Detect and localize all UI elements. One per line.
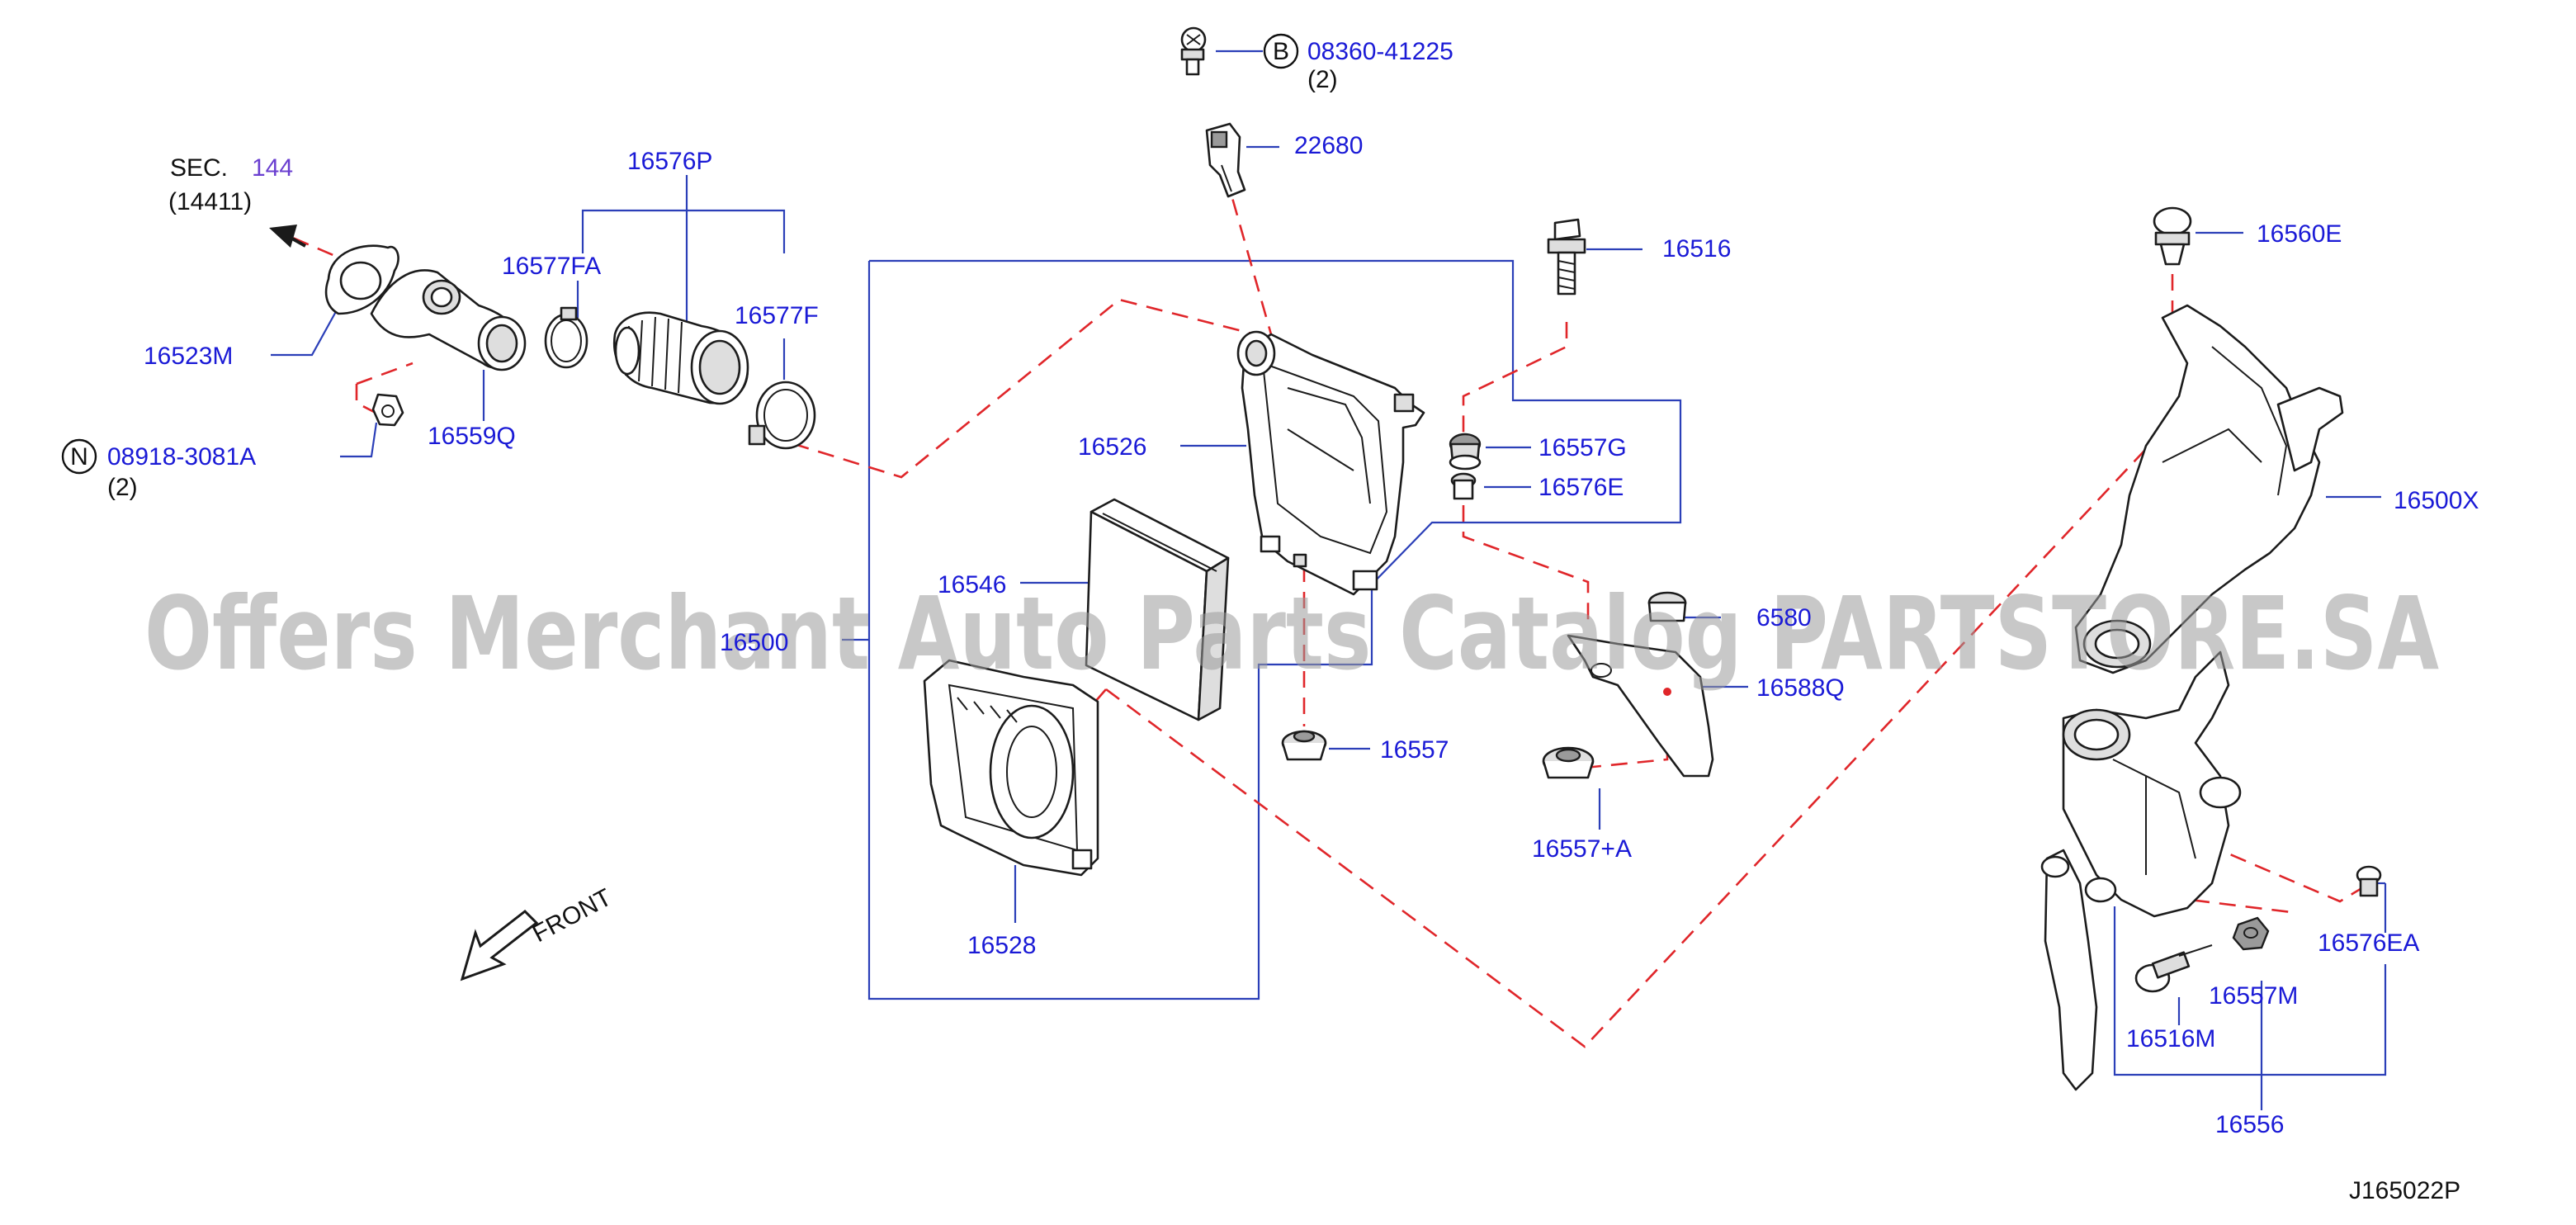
label-16516m[interactable]: 16516M [2126,1025,2215,1052]
sheet-code: J165022P [2349,1177,2460,1204]
nut-16580 [1647,591,1687,622]
hose-clamp-16577f [748,381,816,450]
clip-16560e [2153,206,2192,266]
label-16576p[interactable]: 16576P [627,148,712,175]
label-16500[interactable]: 16500 [720,629,788,656]
resonator-duct-16500x [2074,304,2344,674]
nut-08918-3081a [371,393,404,427]
label-16546[interactable]: 16546 [938,571,1006,598]
label-16559q[interactable]: 16559Q [428,423,516,450]
label-16576e[interactable]: 16576E [1539,474,1624,501]
air-filter-element-16546 [1085,498,1230,721]
label-16526[interactable]: 16526 [1078,433,1146,461]
section-number[interactable]: 144 [252,154,293,182]
label-08360-41225[interactable]: 08360-41225 [1307,38,1453,65]
label-16577f[interactable]: 16577F [735,302,819,329]
label-16588q[interactable]: 16588Q [1756,674,1845,702]
label-16557a[interactable]: 16557+A [1532,835,1632,863]
air-hose-16576p [612,311,749,405]
grommet-16557a [1542,746,1595,779]
front-arrow-icon [460,910,539,981]
inlet-duct-16556 [2040,650,2242,1091]
air-cleaner-lower-case-16528 [923,659,1099,877]
bolt-08360-41225 [1180,26,1207,76]
label-16560e[interactable]: 16560E [2257,220,2342,248]
label-16500x[interactable]: 16500X [2394,487,2479,514]
bolt-b-symbol: B [1273,38,1289,65]
hose-clamp-16577fa [544,306,588,369]
grommet-16557m [2232,916,2270,951]
collar-16576ea [2356,865,2382,897]
label-16576ea[interactable]: 16576EA [2318,929,2419,957]
label-16580[interactable]: 6580 [1756,604,1812,631]
grommet-16557g [1449,433,1482,471]
air-duct-16559q [370,269,527,371]
label-08918-3081a[interactable]: 08918-3081A [107,443,256,471]
label-16557g[interactable]: 16557G [1539,434,1627,461]
label-nut-n-qty: (2) [107,474,138,501]
collar-16576e [1450,472,1477,500]
label-16557m[interactable]: 16557M [2209,982,2298,1010]
part-labels: SEC. 144 (14411) 08360-41225 (2) 08918-3… [107,38,2479,1204]
watermark: Offers Merchant Auto Parts Catalog PARTS… [144,575,2439,693]
nut-n-symbol-icon: N [61,438,97,475]
bolt-16516m [2134,944,2213,993]
label-22680[interactable]: 22680 [1294,132,1363,159]
section-sub: (14411) [168,188,252,215]
bolt-16516 [1547,218,1586,296]
nut-n-symbol: N [70,443,88,471]
bracket-16588q [1567,634,1714,778]
assembly-lines [288,148,2368,1048]
label-bolt-b-qty: (2) [1307,66,1338,93]
gasket-16523m [324,244,399,315]
section-prefix: SEC. [170,154,228,182]
label-16557[interactable]: 16557 [1380,736,1449,764]
bolt-b-symbol-icon: B [1263,33,1299,69]
air-cleaner-upper-case-16526 [1236,330,1425,596]
airflow-sensor-22680 [1205,122,1246,198]
label-16516[interactable]: 16516 [1662,235,1731,262]
label-16528[interactable]: 16528 [967,932,1036,959]
label-16556[interactable]: 16556 [2215,1111,2284,1138]
grommet-16557 [1281,730,1327,761]
front-label: FRONT [528,884,617,948]
section-arrow-icon [269,225,306,248]
label-16523m[interactable]: 16523M [144,343,233,370]
label-16577fa[interactable]: 16577FA [502,253,601,280]
leader-lines [271,50,2387,1110]
